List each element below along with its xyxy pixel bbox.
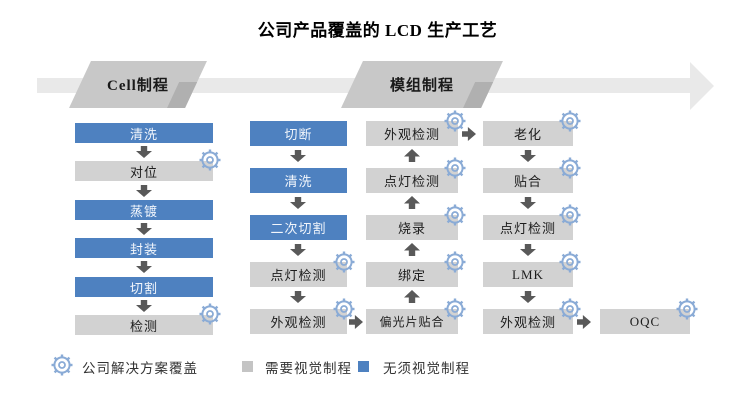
arrow-down-icon — [136, 146, 152, 158]
gear-icon — [332, 297, 356, 321]
arrow-up-icon — [404, 243, 420, 256]
arrow-down-icon — [290, 244, 306, 256]
gear-icon — [198, 148, 222, 172]
step-cell-alignment: 对位 — [75, 161, 213, 181]
legend-vision-label: 需要视觉制程 — [265, 361, 352, 376]
stage-tab-cell: Cell制程 — [69, 61, 207, 108]
step-module-lighting-test-1: 点灯检测 — [250, 262, 347, 287]
stage-cell-label: Cell制程 — [107, 78, 169, 94]
gear-icon — [558, 297, 582, 321]
legend-vision-swatch — [242, 361, 253, 372]
step-module-burn-in: 烧录 — [366, 215, 458, 240]
gear-icon — [558, 156, 582, 180]
gear-icon — [443, 156, 467, 180]
step-module-lamination: 贴合 — [483, 168, 573, 193]
gear-icon — [558, 109, 582, 133]
legend-gear-icon — [50, 353, 74, 377]
step-module-lmk: LMK — [483, 262, 573, 287]
arrow-down-icon — [136, 223, 152, 235]
step-cell-inspection: 检测 — [75, 315, 213, 335]
step-module-aging: 老化 — [483, 121, 573, 146]
step-cell-evaporation: 蒸镀 — [75, 200, 213, 220]
legend-no-vision-swatch — [358, 361, 369, 372]
arrow-down-icon — [136, 300, 152, 312]
gear-icon — [443, 203, 467, 227]
gear-icon — [675, 297, 699, 321]
arrow-down-icon — [136, 185, 152, 197]
step-module-visual-inspection-3: 外观检测 — [483, 309, 573, 334]
gear-icon — [443, 250, 467, 274]
step-module-visual-inspection-2: 外观检测 — [366, 121, 458, 146]
arrow-up-icon — [404, 196, 420, 209]
step-module-secondary-cut: 二次切割 — [250, 215, 347, 240]
arrow-down-icon — [520, 197, 536, 209]
step-module-cleaning: 清洗 — [250, 168, 347, 193]
legend-gear-label: 公司解决方案覆盖 — [82, 361, 198, 376]
arrow-down-icon — [290, 291, 306, 303]
arrow-up-icon — [404, 290, 420, 303]
stage-module-label: 模组制程 — [389, 78, 454, 94]
step-module-lighting-test-3: 点灯检测 — [483, 215, 573, 240]
step-cell-cutting: 切割 — [75, 277, 213, 297]
step-module-cutoff: 切断 — [250, 121, 347, 146]
gear-icon — [198, 302, 222, 326]
page-title: 公司产品覆盖的 LCD 生产工艺 — [257, 21, 498, 40]
arrow-down-icon — [520, 244, 536, 256]
legend-no-vision-label: 无须视觉制程 — [383, 361, 470, 376]
gear-icon — [443, 297, 467, 321]
step-module-polarizer-lamination: 偏光片贴合 — [366, 309, 458, 334]
gear-icon — [558, 250, 582, 274]
gear-icon — [332, 250, 356, 274]
arrow-up-icon — [404, 149, 420, 162]
arrow-down-icon — [136, 261, 152, 273]
step-module-visual-inspection-1: 外观检测 — [250, 309, 347, 334]
arrow-down-icon — [290, 150, 306, 162]
gear-icon — [443, 109, 467, 133]
stage-tab-module: 模组制程 — [341, 61, 503, 108]
step-oqc: OQC — [600, 309, 690, 334]
step-module-bonding: 绑定 — [366, 262, 458, 287]
arrow-down-icon — [520, 291, 536, 303]
gear-icon — [558, 203, 582, 227]
arrow-down-icon — [520, 150, 536, 162]
step-cell-encapsulation: 封装 — [75, 238, 213, 258]
step-cell-cleaning: 清洗 — [75, 123, 213, 143]
timeline-arrow-head-icon — [690, 62, 714, 110]
step-module-lighting-test-2: 点灯检测 — [366, 168, 458, 193]
arrow-down-icon — [290, 197, 306, 209]
